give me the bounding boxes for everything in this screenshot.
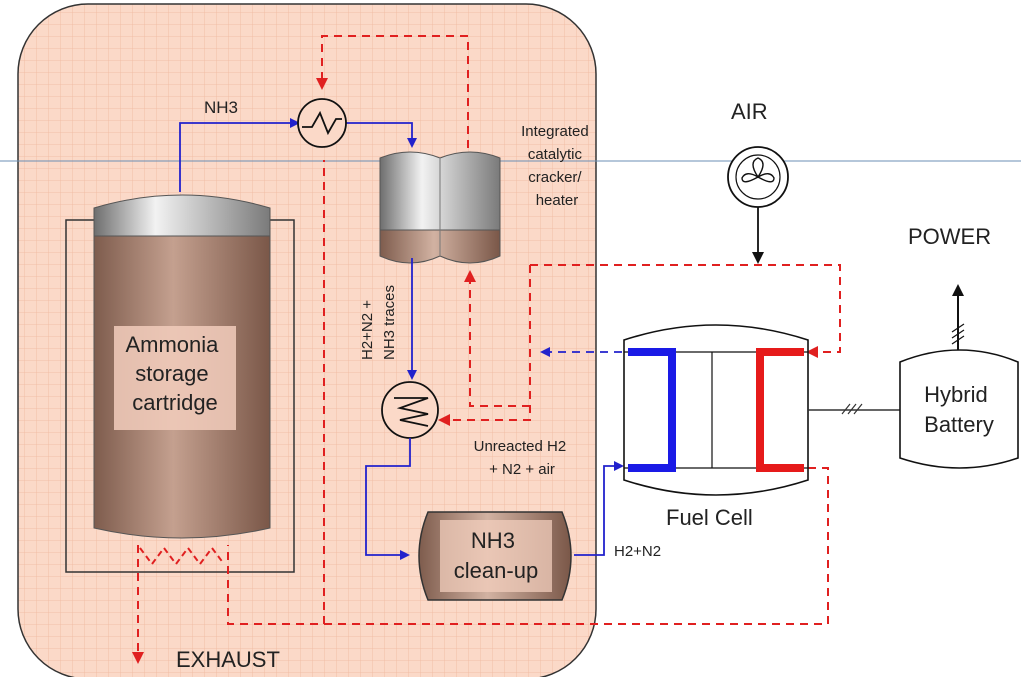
heat-return-to-exchanger xyxy=(438,265,531,426)
h2n2-label: H2+N2 xyxy=(614,543,661,560)
ammonia-storage-tank xyxy=(93,194,271,539)
nh3-feed-label: NH3 xyxy=(204,98,238,117)
flow-exchanger-to-cleanup xyxy=(365,438,411,560)
traces-label: H2+N2 + NH3 traces xyxy=(359,285,398,360)
fuel-cell-label: Fuel Cell xyxy=(666,505,753,530)
heat-return-to-cracker xyxy=(464,270,530,407)
air-blower-icon xyxy=(727,146,789,208)
heat-cathode-exhaust-loop xyxy=(227,467,829,625)
tank-heater-zigzag xyxy=(139,546,225,566)
storage-label: Ammonia storage cartridge xyxy=(125,332,224,415)
cleanup-label: NH3 clean-up xyxy=(454,528,538,583)
unreacted-label: Unreacted H2 + N2 + air xyxy=(474,438,571,478)
heat-exchanger-icon xyxy=(381,381,439,439)
heat-air-loop xyxy=(530,264,841,358)
power-hatch xyxy=(951,323,965,345)
flow-preheater-to-cracker xyxy=(346,122,417,148)
cathode-bar xyxy=(756,348,804,472)
cracker-label: Integrated catalytic cracker/ heater xyxy=(521,123,593,209)
power-label: POWER xyxy=(908,224,991,249)
flow-cleanup-to-fuelcell xyxy=(574,461,624,556)
battery-label: Hybrid Battery xyxy=(924,382,994,437)
cracker-vessel xyxy=(379,151,501,264)
preheater-icon xyxy=(297,98,347,148)
exhaust-label: EXHAUST xyxy=(176,647,280,672)
link-hatch xyxy=(841,403,863,415)
heat-loop-preheater xyxy=(316,35,469,148)
anode-bar xyxy=(628,348,676,472)
fuel-cell xyxy=(623,324,809,496)
cleanup-unit xyxy=(418,511,572,601)
flow-nh3-to-preheater xyxy=(179,118,300,192)
hybrid-battery xyxy=(899,349,1019,469)
air-label: AIR xyxy=(731,99,768,124)
